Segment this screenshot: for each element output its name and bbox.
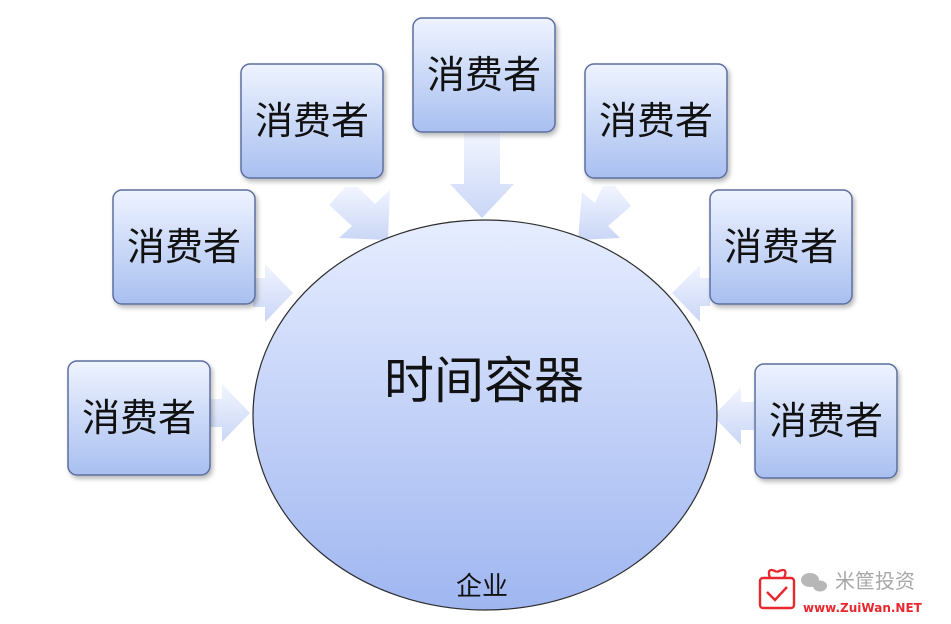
gift-box-icon (758, 568, 796, 610)
center-label: 时间容器 (384, 352, 584, 410)
arrow-3 (329, 187, 390, 240)
consumer-label: 消费者 (127, 225, 241, 269)
consumer-label: 消费者 (255, 99, 369, 143)
consumer-label: 消费者 (82, 396, 196, 440)
arrow-4 (450, 133, 514, 218)
consumer-label: 消费者 (769, 399, 883, 443)
watermark: 米筐投资 www.ZuiWan.NET (758, 568, 923, 615)
time-container-circle (252, 219, 718, 611)
consumer-box-5: 消费者 (584, 63, 728, 179)
company-label: 企业 (456, 572, 508, 602)
consumer-box-3: 消费者 (240, 63, 384, 179)
consumer-label: 消费者 (599, 99, 713, 143)
watermark-text: 米筐投资 (835, 569, 915, 593)
arrow-5 (578, 186, 631, 240)
arrow-2 (253, 264, 293, 322)
consumer-label: 消费者 (724, 225, 838, 269)
consumer-box-2: 消费者 (112, 189, 256, 305)
consumer-box-6: 消费者 (709, 189, 853, 305)
consumer-box-1: 消费者 (67, 360, 211, 476)
arrow-6 (672, 265, 710, 322)
arrow-1 (209, 384, 250, 442)
arrows (209, 133, 754, 445)
consumer-box-7: 消费者 (754, 363, 898, 479)
arrow-7 (713, 387, 754, 445)
wechat-icon (801, 573, 827, 592)
consumer-box-4: 消费者 (412, 17, 556, 133)
consumer-label: 消费者 (427, 53, 541, 97)
watermark-site: www.ZuiWan.NET (803, 601, 923, 615)
